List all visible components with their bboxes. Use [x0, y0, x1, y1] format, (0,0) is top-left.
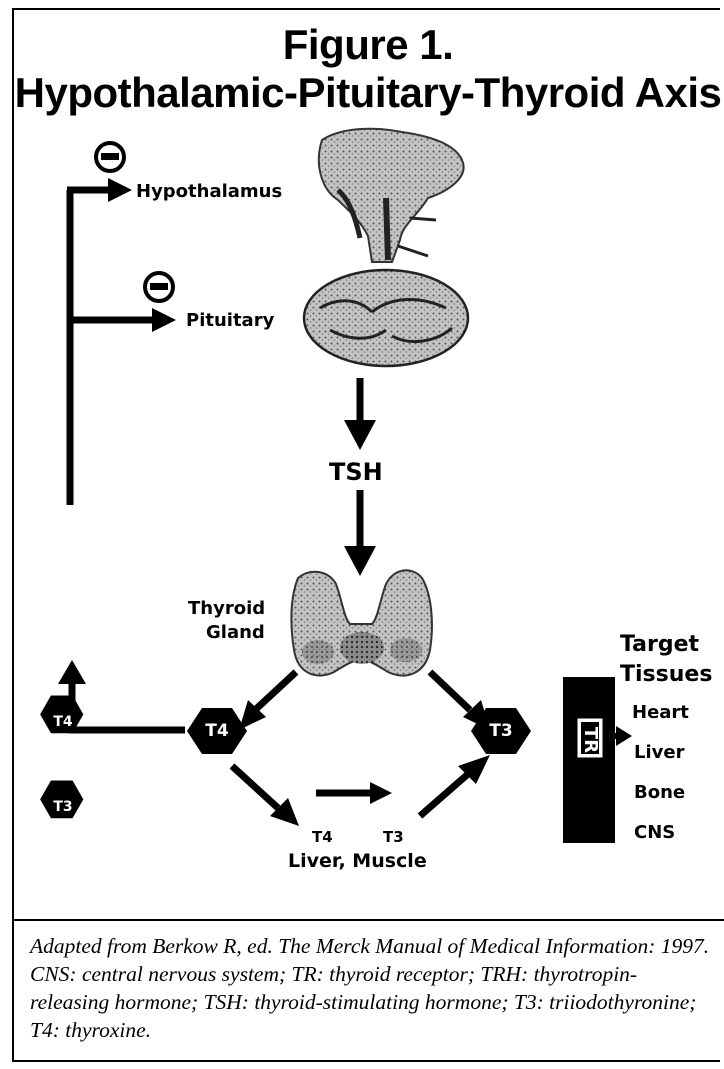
- thyroid-to-t3-line: [430, 672, 470, 710]
- thyroid-receptor-label: TR: [570, 726, 610, 754]
- arrowhead-to-tsh: [344, 420, 376, 450]
- target-cell-membrane: [563, 677, 632, 843]
- inhibition-symbol-hypothalamus: [96, 143, 124, 171]
- tsh-label: TSH: [329, 458, 383, 486]
- output-t4-label: T4: [194, 721, 240, 741]
- caption-divider: [14, 919, 724, 921]
- liver-to-t3-line: [420, 774, 468, 816]
- liver-muscle-label: Liver, Muscle: [288, 850, 427, 872]
- target-tissue-cns: CNS: [634, 822, 675, 844]
- hypothalamus-label: Hypothalamus: [136, 181, 282, 203]
- target-tissue-liver: Liver: [634, 742, 684, 764]
- conversion-t4-label: T4: [312, 826, 333, 848]
- output-t3-label: T3: [478, 721, 524, 741]
- thyroid-gland-illustration: [291, 570, 432, 675]
- thyroid-to-t4-line: [255, 672, 296, 710]
- t4-to-liver-line: [232, 766, 278, 808]
- feedback-t4-label: T4: [43, 713, 83, 731]
- arrowhead-hypothalamus: [108, 178, 132, 202]
- target-tissue-heart: Heart: [632, 702, 689, 724]
- arrowhead-feedback-up: [58, 660, 86, 684]
- target-tissues-heading-line-1: Target: [620, 632, 699, 658]
- inhibition-symbol-pituitary: [145, 273, 173, 301]
- arrowhead-conversion: [370, 782, 392, 804]
- arrowhead-to-thyroid: [344, 546, 376, 576]
- feedback-t3-label: T3: [43, 798, 83, 816]
- conversion-t3-label: T3: [383, 826, 404, 848]
- target-tissue-bone: Bone: [634, 782, 685, 804]
- t4-to-feedback-line: [72, 680, 185, 730]
- target-tissues-heading-line-2: Tissues: [620, 662, 712, 688]
- thyroid-gland-label-line-1: Thyroid: [188, 598, 265, 620]
- arrowhead-pituitary: [152, 308, 176, 332]
- pituitary-label: Pituitary: [186, 310, 274, 332]
- hypothalamus-pituitary-illustration: [304, 129, 468, 366]
- feedback-loop: [67, 190, 185, 730]
- figure-caption: Adapted from Berkow R, ed. The Merck Man…: [30, 932, 710, 1044]
- thyroid-gland-label-line-2: Gland: [206, 622, 265, 644]
